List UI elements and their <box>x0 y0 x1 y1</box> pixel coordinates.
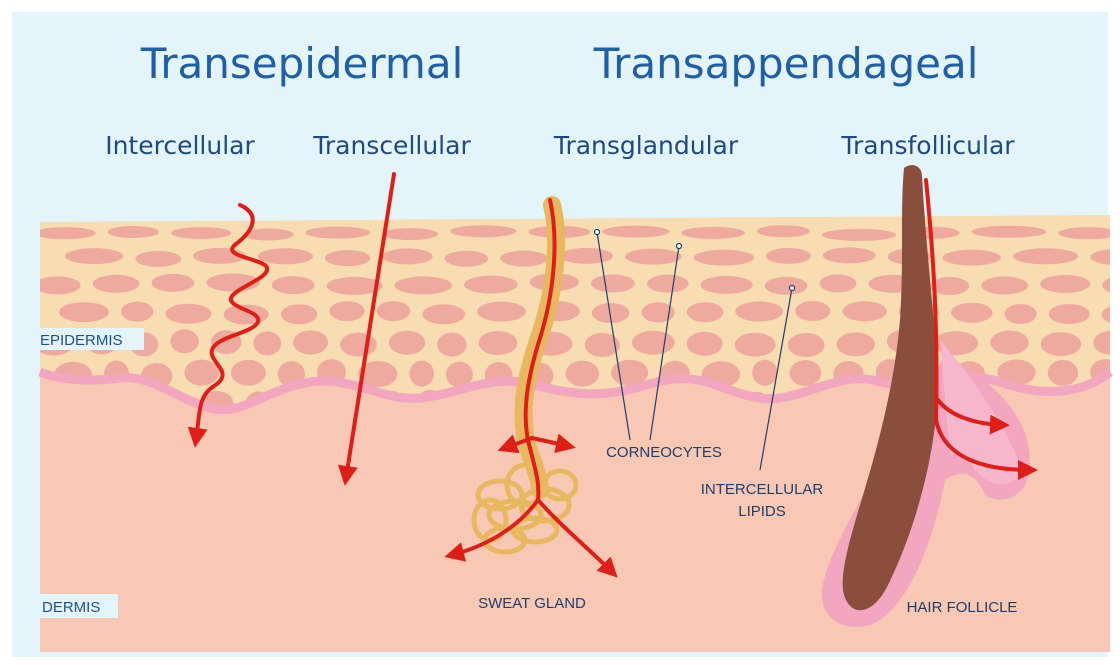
corneocyte-cell <box>790 360 822 386</box>
epidermis-label: EPIDERMIS <box>40 332 123 349</box>
corneocyte-cell <box>560 248 613 264</box>
transglandular-route-label: Transglandular <box>553 131 739 160</box>
corneocyte-cell <box>625 249 682 265</box>
corneocyte-cell <box>1013 248 1078 264</box>
intercellular-route-label: Intercellular <box>105 131 255 160</box>
corneocyte-cell <box>1040 275 1090 293</box>
corneocyte-cell <box>1048 360 1078 386</box>
corneocyte-cell <box>340 333 377 357</box>
corneocyte-cell <box>681 227 745 239</box>
corneocyte-cell <box>121 302 153 322</box>
corneocyte-cell <box>231 360 266 386</box>
corneocyte-cell <box>843 301 887 321</box>
corneocyte-cell <box>735 333 776 357</box>
corneocyte-cell <box>687 302 724 322</box>
intercellular-lipids-label-line1: INTERCELLULAR <box>701 481 824 498</box>
corneocyte-cell <box>822 229 896 241</box>
transfollicular-route-label: Transfollicular <box>840 131 1015 160</box>
corneocyte-cell <box>647 275 689 293</box>
corneocyte-cell <box>93 275 140 293</box>
corneocyte-cell <box>591 274 635 292</box>
corneocyte-cell <box>382 248 432 264</box>
corneocyte-cell <box>395 276 453 294</box>
corneocyte-cell <box>701 276 753 294</box>
intercellular-lipids-label-line2: LIPIDS <box>738 503 786 520</box>
corneocyte-cell <box>258 248 313 264</box>
corneocyte-cell <box>135 251 181 267</box>
corneocyte-cell <box>253 331 281 355</box>
corneocyte-cell <box>325 250 370 266</box>
corneocyte-cell <box>34 276 81 294</box>
corneocyte-cell <box>602 226 669 238</box>
corneocyte-cell <box>445 251 489 267</box>
corneocyte-cell <box>170 329 199 353</box>
corneocyte-cell <box>687 332 723 356</box>
corneocyte-cell <box>1049 304 1090 324</box>
corneocyte-cell <box>152 274 195 292</box>
corneocyte-cell <box>306 227 371 239</box>
corneocyte-cell <box>1041 332 1081 356</box>
corneocyte-cell <box>788 333 825 357</box>
corneocyte-cell <box>377 301 411 321</box>
corneocyte-cell <box>272 276 315 294</box>
corneocyte-cell <box>34 227 96 239</box>
corneocyte-cell <box>464 276 518 294</box>
corneocyte-cell <box>735 302 783 322</box>
corneocyte-cell <box>409 361 434 387</box>
corneocyte-cell <box>65 248 123 264</box>
corneocyte-cell <box>500 251 548 267</box>
corneocyte-cell <box>1058 227 1118 239</box>
corneocyte-cell <box>437 333 466 357</box>
corneocyte-cell <box>766 248 811 264</box>
corneocyte-cell <box>990 331 1029 355</box>
corneocyte-cell <box>1005 304 1037 324</box>
corneocyte-cell <box>837 332 875 356</box>
corneocyte-cell <box>765 277 808 295</box>
corneocyte-cell <box>389 331 425 355</box>
dermis-label: DERMIS <box>42 599 100 616</box>
corneocyte-cell <box>59 302 109 322</box>
corneocyte-cell <box>943 250 1001 266</box>
corneocyte-cell <box>293 331 328 355</box>
corneocyte-cell <box>184 360 219 386</box>
hair-follicle-label: HAIR FOLLICLE <box>907 599 1018 616</box>
corneocyte-cell <box>479 331 518 355</box>
corneocyte-cell <box>823 247 876 263</box>
transcellular-route-label: Transcellular <box>312 131 471 160</box>
corneocytes-label: CORNEOCYTES <box>606 444 722 461</box>
transappendageal-heading: Transappendageal <box>593 39 979 88</box>
corneocyte-cell <box>477 302 526 322</box>
corneocyte-cell <box>951 303 993 323</box>
corneocyte-cell <box>108 226 159 238</box>
corneocyte-cell <box>694 250 754 266</box>
corneocyte-cell <box>329 301 364 321</box>
corneocyte-cell <box>422 304 465 324</box>
corneocyte-cell <box>972 226 1047 238</box>
corneocyte-cell <box>224 305 269 325</box>
sweat-gland-label: SWEAT GLAND <box>478 595 586 612</box>
corneocyte-cell <box>752 360 777 386</box>
corneocyte-cell <box>757 225 810 237</box>
transepidermal-heading: Transepidermal <box>140 39 464 88</box>
corneocyte-cell <box>566 361 600 387</box>
corneocyte-cell <box>820 274 857 292</box>
corneocyte-cell <box>165 304 211 324</box>
corneocyte-cell <box>795 301 830 321</box>
corneocyte-cell <box>450 225 516 237</box>
corneocyte-cell <box>281 304 318 324</box>
corneocyte-cell <box>171 227 231 239</box>
corneocyte-cell <box>981 277 1028 295</box>
corneocyte-cell <box>382 228 438 240</box>
corneocyte-cell <box>632 331 675 355</box>
